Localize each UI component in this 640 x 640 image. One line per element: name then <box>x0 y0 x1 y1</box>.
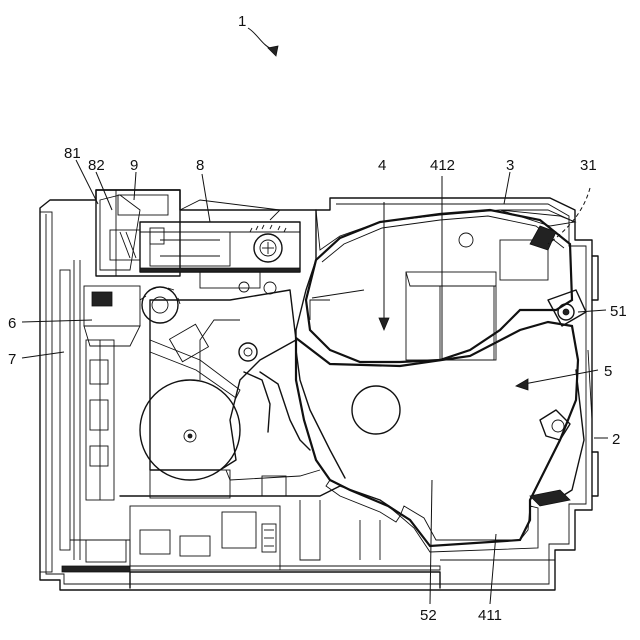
reference-labels: 1 81 82 9 8 4 412 3 31 6 7 51 5 2 52 411 <box>8 13 627 624</box>
label-81: 81 <box>64 145 81 162</box>
label-7: 7 <box>8 351 16 368</box>
label-52: 52 <box>420 607 437 624</box>
arrow-5 <box>524 370 598 384</box>
label-51: 51 <box>610 303 627 320</box>
arrowhead-4 <box>379 318 389 330</box>
label-31: 31 <box>580 157 597 174</box>
lower-section <box>62 476 440 572</box>
unit-6-7 <box>84 286 180 500</box>
label-4: 4 <box>378 157 386 174</box>
arrowhead-5 <box>516 379 528 390</box>
housing-outline <box>40 190 598 590</box>
label-411: 411 <box>478 607 502 624</box>
device-arrow <box>248 28 274 50</box>
drum-area <box>140 272 320 498</box>
label-82: 82 <box>88 157 105 174</box>
label-device: 1 <box>238 13 246 30</box>
label-412: 412 <box>430 157 455 174</box>
device-arrowhead <box>268 46 278 56</box>
label-8: 8 <box>196 157 204 174</box>
label-6: 6 <box>8 315 16 332</box>
label-9: 9 <box>130 157 138 174</box>
label-2: 2 <box>612 431 620 448</box>
label-5: 5 <box>604 363 612 380</box>
label-3: 3 <box>506 157 514 174</box>
unit-8 <box>140 200 300 272</box>
unit-5 <box>296 322 592 552</box>
